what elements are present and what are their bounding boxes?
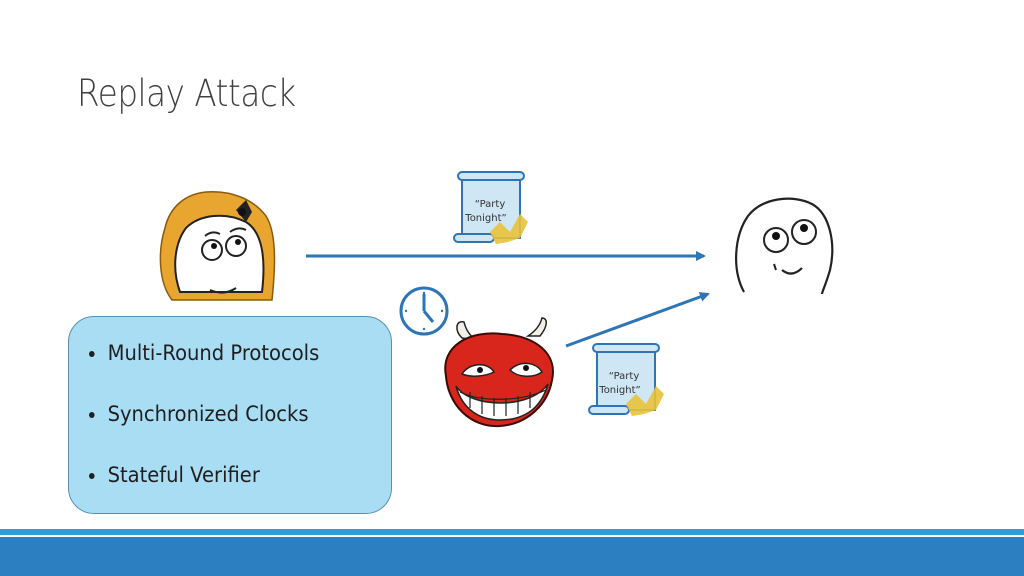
bullet-text: Synchronized Clocks [107,402,309,426]
message-bottom-line2: Tonight” [598,385,640,396]
scroll-icon [453,171,528,244]
clock-icon [399,286,449,336]
alice-face-icon [159,191,276,301]
footer-accent-line [0,529,1024,535]
bullet-item: Stateful Verifier [89,463,319,524]
bullet-item: Multi-Round Protocols [89,341,319,402]
bob-face-icon [735,197,834,295]
message-top-line1: “Party [475,199,506,210]
arrow-replay-to-bob [565,292,710,348]
bullet-list: Multi-Round Protocols Synchronized Clock… [89,341,337,524]
message-top-line2: Tonight” [464,213,506,224]
bullet-item: Synchronized Clocks [89,402,319,463]
scroll-icon [588,343,664,416]
message-bottom-line1: “Party [609,371,640,382]
footer-band [0,537,1024,576]
bullet-dot [89,412,95,418]
slide-title: Replay Attack [77,72,296,115]
bullet-text: Multi-Round Protocols [107,341,320,365]
troll-devil-icon [444,317,554,428]
bullet-dot [89,473,95,479]
bullet-dot [89,351,95,357]
callout-box: Multi-Round Protocols Synchronized Clock… [68,316,392,514]
bullet-text: Stateful Verifier [107,463,260,487]
